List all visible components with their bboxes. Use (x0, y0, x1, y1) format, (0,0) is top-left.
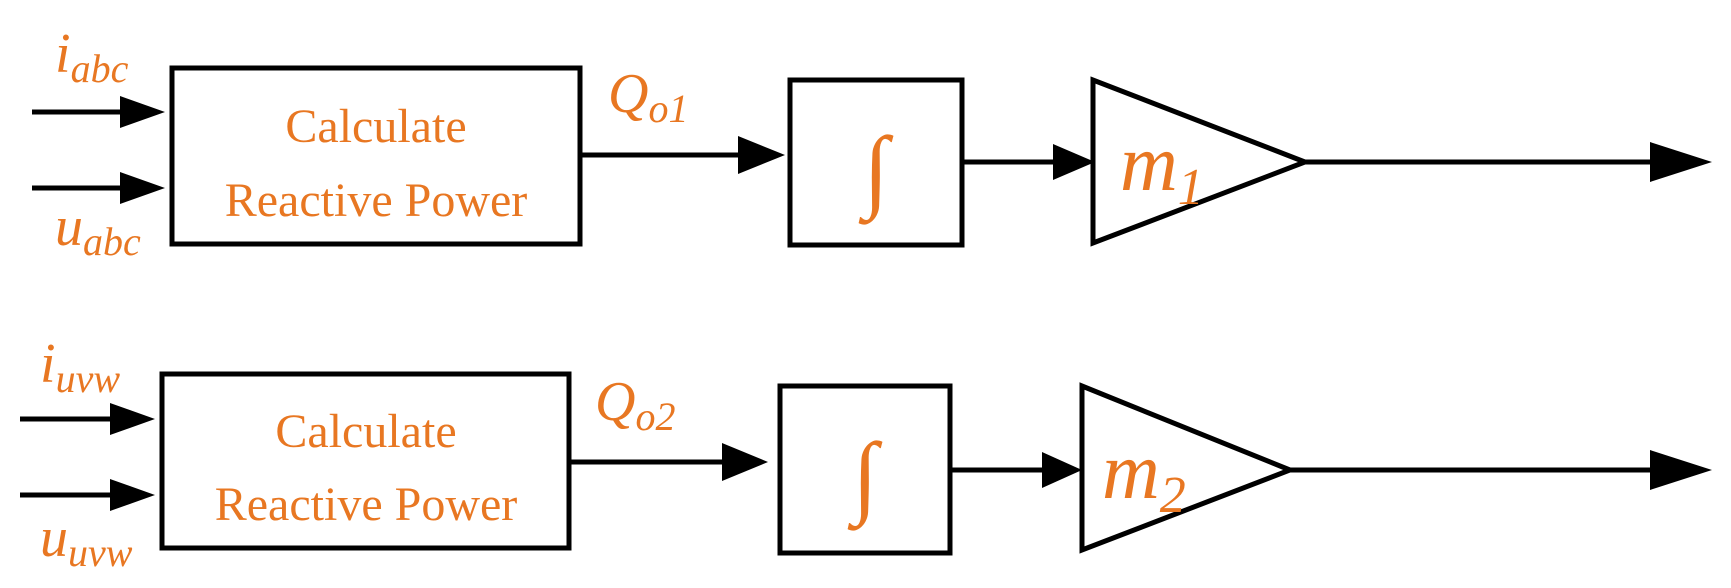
integrator-1-output-arrowhead (1053, 144, 1095, 180)
row-1: iabc uabc Calculate Reactive Power Qo1 ∫… (32, 23, 1712, 264)
input-i-abc-label: iabc (55, 23, 129, 91)
input-u-abc-arrowhead (120, 172, 165, 204)
gain-m2-label: m2 (1102, 428, 1186, 524)
block-2-line-2: Reactive Power (215, 478, 518, 531)
integrator-2-output-arrowhead (1042, 452, 1082, 488)
block-1-line-2: Reactive Power (225, 174, 528, 227)
block-1-line-1: Calculate (285, 100, 466, 153)
q-o1-arrowhead (738, 136, 785, 174)
row-2: iuvw uuvw Calculate Reactive Power Qo2 ∫… (20, 333, 1712, 575)
gain-m1-output-arrowhead (1650, 142, 1712, 182)
output-q-o1-label: Qo1 (608, 63, 688, 131)
gain-m1-label: m1 (1120, 120, 1204, 216)
output-q-o2-label: Qo2 (595, 371, 675, 439)
input-i-uvw-label: iuvw (40, 333, 120, 401)
gain-m1-triangle (1090, 76, 1312, 247)
integral-symbol-1: ∫ (858, 118, 893, 225)
input-u-abc-label: uabc (55, 196, 141, 264)
integral-symbol-2: ∫ (847, 424, 882, 531)
input-u-uvw-label: uuvw (40, 507, 133, 575)
input-u-uvw-arrowhead (110, 479, 155, 511)
block-2-line-1: Calculate (275, 405, 456, 458)
q-o2-arrowhead (722, 443, 768, 481)
gain-m2-triangle (1079, 382, 1297, 554)
gain-m2-output-arrowhead (1650, 450, 1712, 490)
input-i-uvw-arrowhead (110, 403, 155, 435)
input-i-abc-arrowhead (120, 96, 165, 128)
